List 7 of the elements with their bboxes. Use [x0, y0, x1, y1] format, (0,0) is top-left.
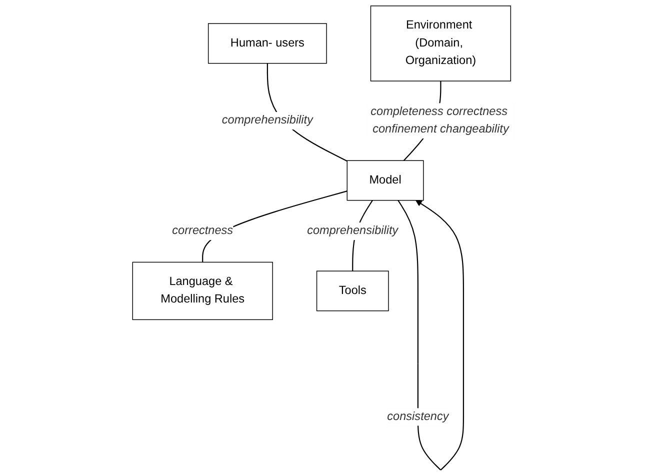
edge-label: completeness correctness confinement changeability	[370, 105, 509, 136]
node-box: Model	[346, 160, 424, 201]
node-box: Language & Modelling Rules	[132, 262, 273, 320]
node-box: Human- users	[208, 23, 327, 64]
node-box: Tools	[316, 270, 389, 312]
edge-label: correctness	[172, 224, 234, 238]
node-box: Environment (Domain, Organization)	[370, 6, 512, 82]
